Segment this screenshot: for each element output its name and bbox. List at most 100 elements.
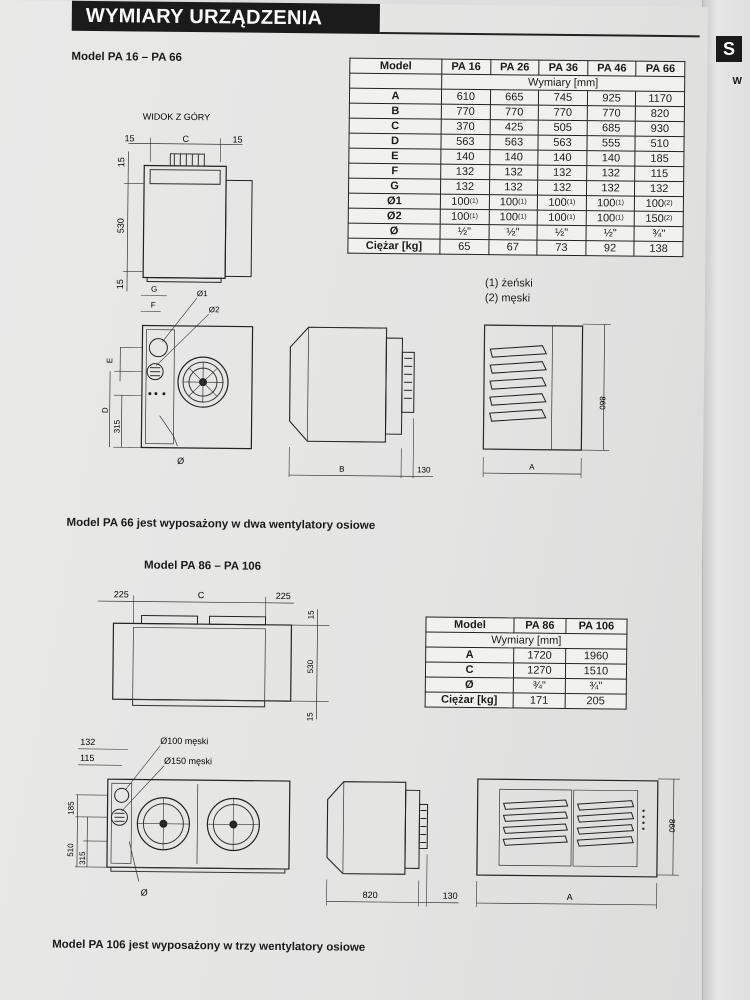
dim-label: D — [101, 407, 110, 413]
table-cell: 67 — [488, 239, 538, 256]
table-cell: ½" — [585, 225, 635, 242]
large-top-view-drawing: 225 C 225 15 530 15 — [97, 589, 330, 722]
cell-value: 100 — [548, 196, 567, 209]
table-cell: 745 — [538, 90, 588, 106]
table-row-label: Ø — [348, 223, 441, 240]
table-cell: 1270 — [513, 662, 566, 679]
cell-footnote-ref: (2) — [663, 199, 673, 208]
dim-label: A — [567, 892, 573, 902]
cell-value: 563 — [553, 136, 572, 149]
dim-label: E — [105, 358, 114, 363]
cell-footnote-ref: (1) — [615, 199, 624, 207]
cell-value: 563 — [456, 135, 475, 148]
dim-label: 15 — [305, 712, 314, 722]
cell-value: 820 — [650, 107, 670, 121]
table-cell: 132 — [537, 180, 587, 196]
unit-body — [142, 164, 227, 279]
cell-value: 925 — [602, 92, 621, 105]
table-cell: 132 — [489, 164, 538, 181]
cell-value: 132 — [552, 181, 572, 194]
dim-label: 15 — [125, 133, 135, 143]
cell-footnote-ref: (1) — [469, 197, 479, 206]
cell-value: 563 — [504, 136, 524, 149]
table-cell: 610 — [441, 89, 491, 105]
table-cell: 140 — [586, 150, 636, 167]
louvres — [489, 345, 548, 422]
cell-value: ½" — [506, 226, 520, 239]
table-cell: 140 — [489, 149, 539, 166]
cell-value: 370 — [456, 120, 475, 133]
table-cell: 115 — [635, 166, 684, 182]
table-cell: 100(1) — [537, 210, 587, 226]
table-row-label: D — [348, 133, 442, 150]
cell-value: 132 — [601, 167, 621, 180]
dim-label: 130 — [417, 465, 431, 474]
page-title: WYMIARY URZĄDZENIA — [71, 0, 380, 34]
dim-label: 860 — [667, 819, 676, 833]
model-small-heading: Model PA 16 – PA 66 — [71, 50, 183, 64]
table-row-label: Ciężar [kg] — [347, 238, 441, 255]
table-row-label: G — [348, 178, 441, 195]
table-row-label: Ø2 — [348, 208, 441, 225]
cell-value: 1170 — [648, 92, 673, 106]
table-header-cell: PA 36 — [538, 60, 588, 76]
footnote: (1) żeński — [484, 277, 533, 290]
table-cell: 100(2) — [634, 196, 684, 212]
dim-label: A — [529, 463, 535, 472]
fan-icon — [177, 356, 229, 408]
table-cell: ¾" — [513, 677, 566, 694]
cell-footnote-ref: (1) — [566, 213, 576, 222]
cell-value: 92 — [603, 242, 617, 255]
dim-label: 15 — [116, 157, 126, 167]
cell-value: 1960 — [583, 650, 609, 663]
large-unit-louvre-body — [476, 778, 659, 878]
cell-value: 115 — [650, 167, 669, 181]
cell-value: ¾" — [652, 227, 666, 240]
table-cell: 132 — [489, 179, 538, 196]
cell-value: ½" — [554, 226, 569, 239]
cell-value: 665 — [505, 91, 524, 104]
top-view-drawing: WIDOK Z GÓRY 15 C 15 15 530 15 — [115, 112, 253, 292]
cell-value: ¾" — [532, 679, 546, 692]
adjacent-page-tab: S — [716, 36, 742, 62]
dim-label: 510 — [66, 843, 75, 857]
dim-label: 315 — [112, 419, 121, 433]
table-cell: 563 — [489, 134, 539, 151]
table-cell: 563 — [440, 134, 490, 150]
table-cell: 100(1) — [586, 195, 635, 212]
table-cell: 685 — [586, 120, 636, 137]
table-cell: 770 — [587, 105, 636, 122]
document-page: WYMIARY URZĄDZENIA Model PA 16 – PA 66 M… — [0, 0, 708, 1000]
table-cell: ½" — [488, 224, 538, 241]
dim-label: F — [151, 301, 156, 310]
dim-label: 530 — [306, 659, 315, 673]
table-cell: 100(1) — [440, 194, 490, 210]
table-row-label: A — [425, 646, 514, 663]
dim-label: Ø2 — [209, 305, 220, 314]
table-row-label: E — [348, 148, 441, 165]
dim-label: Ø — [141, 888, 148, 898]
table-cell: 665 — [490, 89, 539, 106]
table-row-label: F — [348, 163, 441, 180]
cell-value: 132 — [455, 165, 475, 178]
dim-label: 15 — [307, 610, 316, 620]
cell-value: 140 — [455, 150, 475, 163]
cell-value: 140 — [504, 151, 524, 164]
table-cell: 1720 — [513, 647, 566, 664]
cell-footnote-ref: (1) — [518, 198, 527, 206]
cell-value: 770 — [602, 107, 621, 120]
fan-grille-top — [169, 153, 205, 167]
table-row-label: Ø — [425, 676, 514, 693]
dim-label: 15 — [233, 134, 243, 144]
table-cell: 100(1) — [488, 194, 538, 211]
table-cell: ½" — [537, 225, 586, 241]
table-header-row: Model PA 86 PA 106 — [425, 616, 628, 635]
dim-label: 315 — [78, 851, 87, 865]
dim-label: C — [183, 134, 190, 144]
cell-value: 1270 — [527, 664, 552, 677]
dim-label: C — [198, 590, 205, 600]
model-large-heading: Model PA 86 – PA 106 — [144, 559, 262, 573]
table-header-cell: Model — [425, 616, 515, 633]
view-label: WIDOK Z GÓRY — [143, 112, 210, 123]
spec-table-small: Model PA 16 PA 26 PA 36 PA 46 PA 66 Wymi… — [347, 57, 686, 258]
